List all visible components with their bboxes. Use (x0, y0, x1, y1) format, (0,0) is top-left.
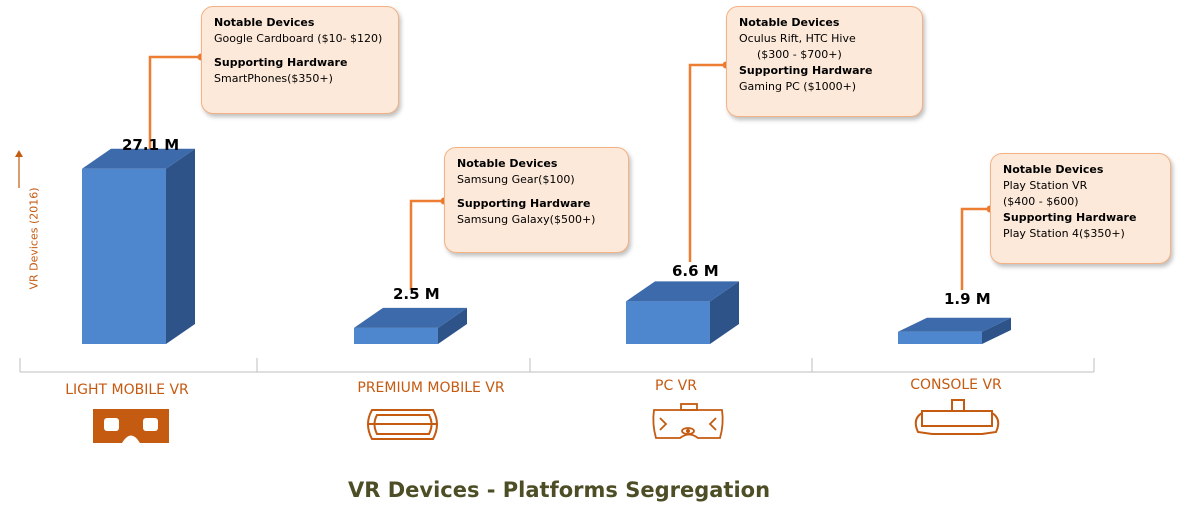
chart-title: VR Devices - Platforms Segregation (347, 478, 771, 502)
bar-front-premium-mobile (354, 327, 438, 344)
y-axis-label: VR Devices (2016) (27, 187, 41, 290)
x-axis (19, 358, 1095, 373)
callout-notable-line: ($300 - $700+) (757, 48, 842, 61)
callout-hardware-heading: Supporting Hardware (1003, 211, 1137, 224)
bar-console (898, 317, 1011, 344)
callout-notable-heading: Notable Devices (739, 16, 840, 29)
category-label-pc: PC VR (655, 378, 697, 394)
callout-hardware-heading: Supporting Hardware (214, 56, 348, 69)
value-label-light-mobile: 27.1 M (122, 136, 180, 154)
cardboard-headset-icon (93, 409, 169, 443)
connector-line-premium-mobile (409, 199, 444, 290)
bar-top-console (898, 317, 1011, 332)
bar-top-light-mobile (82, 148, 195, 169)
callout-hardware-value: Play Station 4($350+) (1003, 227, 1125, 240)
callout-hardware-value: SmartPhones($350+) (214, 72, 333, 85)
category-label-light-mobile: LIGHT MOBILE VR (65, 382, 189, 398)
value-label-pc: 6.6 M (672, 262, 719, 280)
bar-front-pc (626, 301, 710, 344)
category-label-premium-mobile: PREMIUM MOBILE VR (357, 380, 505, 396)
bar-front-light-mobile (82, 168, 166, 344)
bar-side-console (982, 317, 1011, 344)
bar-light-mobile (82, 148, 195, 344)
bar-pc (626, 281, 739, 344)
pc-vr-headset-icon (652, 403, 724, 439)
bar-front-console (898, 331, 982, 344)
bar-premium-mobile (354, 307, 467, 344)
callout-light-mobile: Notable Devices Google Cardboard ($10- $… (201, 6, 399, 114)
callout-hardware-heading: Supporting Hardware (457, 197, 591, 210)
bar-top-pc (626, 281, 739, 302)
value-label-premium-mobile: 2.5 M (393, 285, 440, 303)
callout-notable-line: Play Station VR (1003, 179, 1088, 192)
callout-premium-mobile: Notable Devices Samsung Gear($100) Suppo… (444, 147, 629, 253)
callout-console: Notable Devices Play Station VR ($400 - … (990, 153, 1171, 264)
callout-notable-line: Google Cardboard ($10- $120) (214, 32, 383, 45)
callout-notable-heading: Notable Devices (457, 157, 558, 170)
bar-side-light-mobile (166, 148, 195, 344)
value-label-console: 1.9 M (944, 290, 991, 308)
callout-hardware-value: Gaming PC ($1000+) (739, 80, 857, 93)
bar-side-premium-mobile (438, 307, 467, 344)
callout-notable-heading: Notable Devices (214, 16, 315, 29)
category-label-console: CONSOLE VR (910, 377, 1002, 393)
callout-hardware-value: Samsung Galaxy($500+) (457, 213, 596, 226)
bar-side-pc (710, 281, 739, 344)
premium-headset-icon (367, 409, 438, 440)
connector-line-light-mobile (148, 55, 201, 160)
callout-notable-line: Samsung Gear($100) (457, 173, 575, 186)
callout-notable-line: Oculus Rift, HTC Hive (739, 32, 856, 45)
bar-top-premium-mobile (354, 307, 467, 328)
connector-line-pc (688, 63, 726, 262)
y-axis-arrow (15, 150, 23, 188)
bars-group (82, 148, 1011, 344)
console-headset-icon (914, 399, 1000, 435)
callout-notable-line: ($400 - $600) (1003, 195, 1079, 208)
connector-line-console (960, 207, 990, 290)
callout-hardware-heading: Supporting Hardware (739, 64, 873, 77)
callout-pc: Notable Devices Oculus Rift, HTC Hive ($… (726, 6, 923, 117)
callout-notable-heading: Notable Devices (1003, 163, 1104, 176)
